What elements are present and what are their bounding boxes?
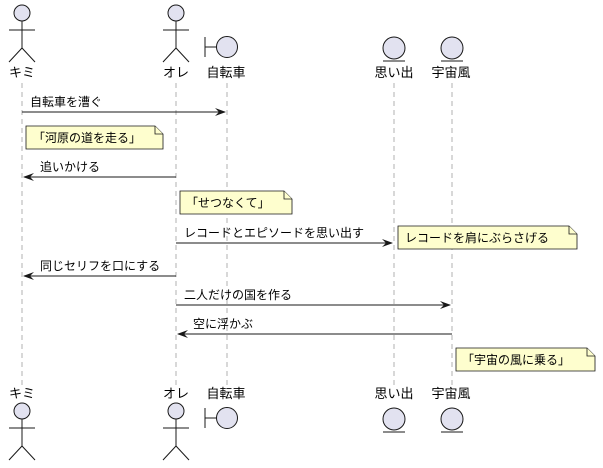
note-text: 「宇宙の風に乗る」 bbox=[462, 352, 570, 367]
message-label: 同じセリフを口にする bbox=[40, 259, 160, 273]
message-label: レコードとエピソードを思い出す bbox=[184, 226, 364, 240]
note: レコードを肩にぶらさげる bbox=[397, 225, 578, 250]
note: 「河原の道を走る」 bbox=[25, 125, 164, 150]
participant-label-omoide-bottom: 思い出 bbox=[374, 387, 413, 402]
message-label: 自転車を漕ぐ bbox=[30, 95, 102, 109]
note: 「せつなくて」 bbox=[179, 190, 293, 215]
note: 「宇宙の風に乗る」 bbox=[455, 347, 596, 372]
actor-ore-top bbox=[162, 4, 190, 63]
entity-uchukaze-bottom bbox=[440, 407, 464, 433]
message-row: 追いかける bbox=[23, 159, 176, 181]
participant-label-ore-top: オレ bbox=[163, 66, 189, 81]
message-label: 二人だけの国を作る bbox=[184, 288, 292, 302]
note-text: 「せつなくて」 bbox=[186, 196, 270, 210]
boundary-jitensha-bottom bbox=[204, 407, 238, 429]
message-label: 空に浮かぶ bbox=[193, 317, 253, 331]
actor-kimi-top bbox=[8, 4, 36, 63]
entity-omoide-top bbox=[382, 36, 406, 62]
note-text: レコードを肩にぶらさげる bbox=[405, 230, 549, 245]
boundary-jitensha-top bbox=[204, 36, 238, 58]
entity-omoide-bottom bbox=[382, 407, 406, 433]
message-row: レコードとエピソードを思い出す bbox=[176, 226, 393, 247]
participant-label-uchukaze-bottom: 宇宙風 bbox=[431, 387, 470, 402]
message-row: 空に浮かぶ bbox=[177, 317, 452, 338]
participant-label-kimi-bottom: キミ bbox=[9, 387, 35, 402]
actor-ore-bottom bbox=[162, 402, 190, 461]
note-text: 「河原の道を走る」 bbox=[33, 131, 141, 145]
entity-uchukaze-top bbox=[440, 36, 464, 62]
message-row: 同じセリフを口にする bbox=[23, 259, 176, 280]
actor-kimi-bottom bbox=[8, 402, 36, 461]
message-row: 自転車を漕ぐ bbox=[22, 95, 226, 116]
participant-label-omoide-top: 思い出 bbox=[374, 66, 413, 81]
participant-label-kimi-top: キミ bbox=[9, 66, 35, 81]
participant-label-jitensha-bottom: 自転車 bbox=[206, 387, 245, 402]
participant-label-uchukaze-top: 宇宙風 bbox=[431, 66, 470, 81]
message-label: 追いかける bbox=[40, 159, 100, 174]
message-row: 二人だけの国を作る bbox=[176, 288, 451, 309]
participant-label-ore-bottom: オレ bbox=[163, 387, 189, 402]
participant-label-jitensha-top: 自転車 bbox=[206, 66, 245, 81]
